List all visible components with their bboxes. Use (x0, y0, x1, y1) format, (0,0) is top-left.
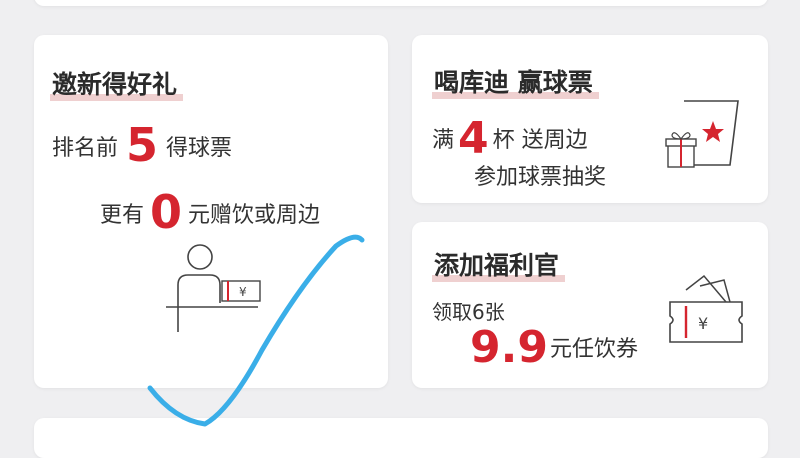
coupon-yen-symbol: ¥ (698, 314, 708, 333)
drink-line-2: 参加球票抽奖 (474, 165, 607, 190)
cup-and-gift-icon (665, 100, 739, 168)
welfare-price: 9.9 (470, 322, 548, 373)
drink-line-1-suffix: 杯 送周边 (492, 128, 588, 153)
welfare-line-2: 9.9元任饮券 (470, 322, 638, 373)
coupon-tickets-icon: ¥ (669, 274, 743, 343)
drink-cup-count: 4 (458, 113, 489, 164)
top-card (34, 0, 768, 6)
invite-line-1-suffix: 得球票 (166, 136, 233, 161)
welfare-card[interactable]: 添加福利官 领取6张 9.9元任饮券 ¥ (412, 222, 768, 388)
checkmark-icon (147, 234, 365, 427)
welfare-price-suffix: 元任饮券 (549, 337, 638, 362)
welfare-card-title: 添加福利官 (432, 246, 566, 282)
drink-card-title: 喝库迪 赢球票 (432, 63, 599, 99)
invite-zero-number: 0 (150, 185, 183, 239)
invite-line-2-prefix: 更有 (100, 203, 145, 228)
invite-line-2-suffix: 元赠饮或周边 (188, 203, 321, 228)
invite-card-title: 邀新得好礼 (50, 65, 184, 101)
welfare-line-1: 领取6张 (432, 300, 505, 324)
drink-line-1-prefix: 满 (432, 128, 455, 153)
invite-line-1-prefix: 排名前 (52, 136, 119, 161)
person-with-ticket-icon: ¥ (166, 244, 261, 332)
invite-rank-number: 5 (126, 118, 159, 172)
ticket-yen-symbol: ¥ (239, 285, 247, 299)
invite-line-1: 排名前 5 得球票 (52, 118, 232, 172)
